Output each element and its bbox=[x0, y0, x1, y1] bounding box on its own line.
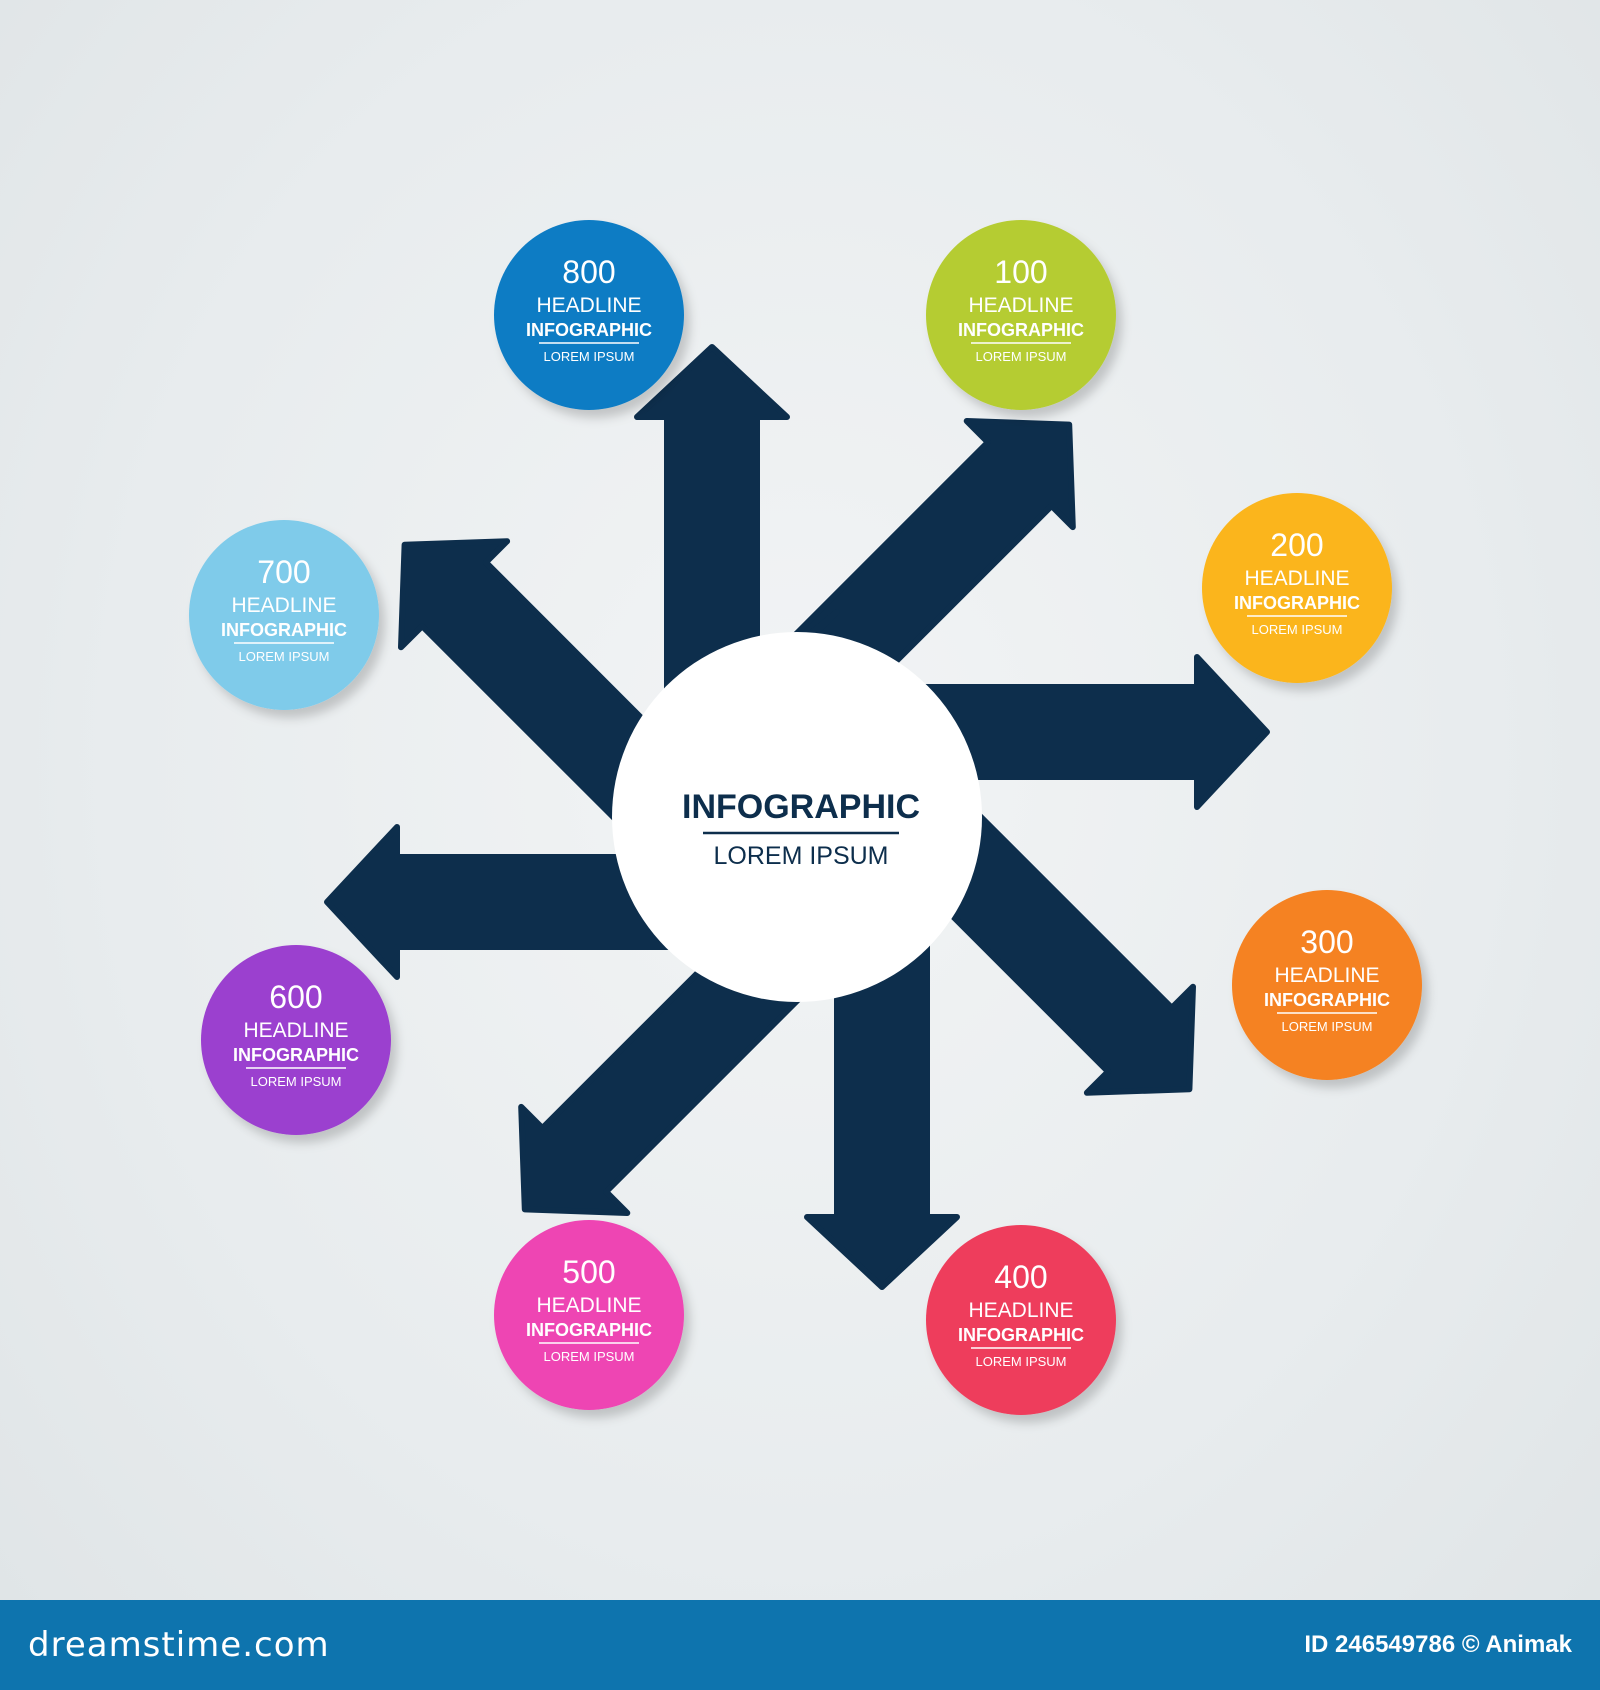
footer-bar: dreamstime.com ID 246549786 © Animak bbox=[0, 1600, 1600, 1690]
center-subtitle: LOREM IPSUM bbox=[713, 842, 888, 870]
step-headline: HEADLINE bbox=[536, 1294, 641, 1317]
step-text: LOREM IPSUM bbox=[1251, 622, 1342, 637]
step-text: LOREM IPSUM bbox=[250, 1074, 341, 1089]
step-number: 500 bbox=[562, 1254, 615, 1290]
step-number: 400 bbox=[994, 1259, 1047, 1295]
step-circle bbox=[494, 1220, 684, 1410]
step-number: 600 bbox=[269, 979, 322, 1015]
step-label: INFOGRAPHIC bbox=[958, 1325, 1084, 1345]
step-label: INFOGRAPHIC bbox=[1264, 990, 1390, 1010]
footer-credit: ID 246549786 © Animak bbox=[1304, 1631, 1572, 1658]
step-circle bbox=[1232, 890, 1422, 1080]
step-circle bbox=[926, 1225, 1116, 1415]
footer-brand: dreamstime.com bbox=[28, 1625, 330, 1665]
step-circle bbox=[926, 220, 1116, 410]
step-text: LOREM IPSUM bbox=[1281, 1019, 1372, 1034]
step-headline: HEADLINE bbox=[1244, 567, 1349, 590]
step-label: INFOGRAPHIC bbox=[526, 1320, 652, 1340]
step-circle bbox=[494, 220, 684, 410]
step-label: INFOGRAPHIC bbox=[221, 620, 347, 640]
step-headline: HEADLINE bbox=[243, 1019, 348, 1042]
step-label: INFOGRAPHIC bbox=[526, 320, 652, 340]
step-text: LOREM IPSUM bbox=[975, 349, 1066, 364]
step-number: 300 bbox=[1300, 924, 1353, 960]
step-text: LOREM IPSUM bbox=[543, 349, 634, 364]
step-headline: HEADLINE bbox=[1274, 964, 1379, 987]
step-label: INFOGRAPHIC bbox=[1234, 593, 1360, 613]
center-group: INFOGRAPHIC LOREM IPSUM bbox=[612, 632, 982, 1002]
step-headline: HEADLINE bbox=[968, 294, 1073, 317]
step-number: 800 bbox=[562, 254, 615, 290]
step-label: INFOGRAPHIC bbox=[233, 1045, 359, 1065]
step-number: 200 bbox=[1270, 527, 1323, 563]
step-number: 100 bbox=[994, 254, 1047, 290]
center-circle bbox=[612, 632, 982, 1002]
step-headline: HEADLINE bbox=[968, 1299, 1073, 1322]
step-text: LOREM IPSUM bbox=[238, 649, 329, 664]
step-headline: HEADLINE bbox=[231, 594, 336, 617]
step-circle bbox=[189, 520, 379, 710]
step-number: 700 bbox=[257, 554, 310, 590]
step-circle bbox=[1202, 493, 1392, 683]
step-text: LOREM IPSUM bbox=[543, 1349, 634, 1364]
step-headline: HEADLINE bbox=[536, 294, 641, 317]
step-circle bbox=[201, 945, 391, 1135]
step-text: LOREM IPSUM bbox=[975, 1354, 1066, 1369]
step-label: INFOGRAPHIC bbox=[958, 320, 1084, 340]
center-title: INFOGRAPHIC bbox=[682, 788, 920, 826]
